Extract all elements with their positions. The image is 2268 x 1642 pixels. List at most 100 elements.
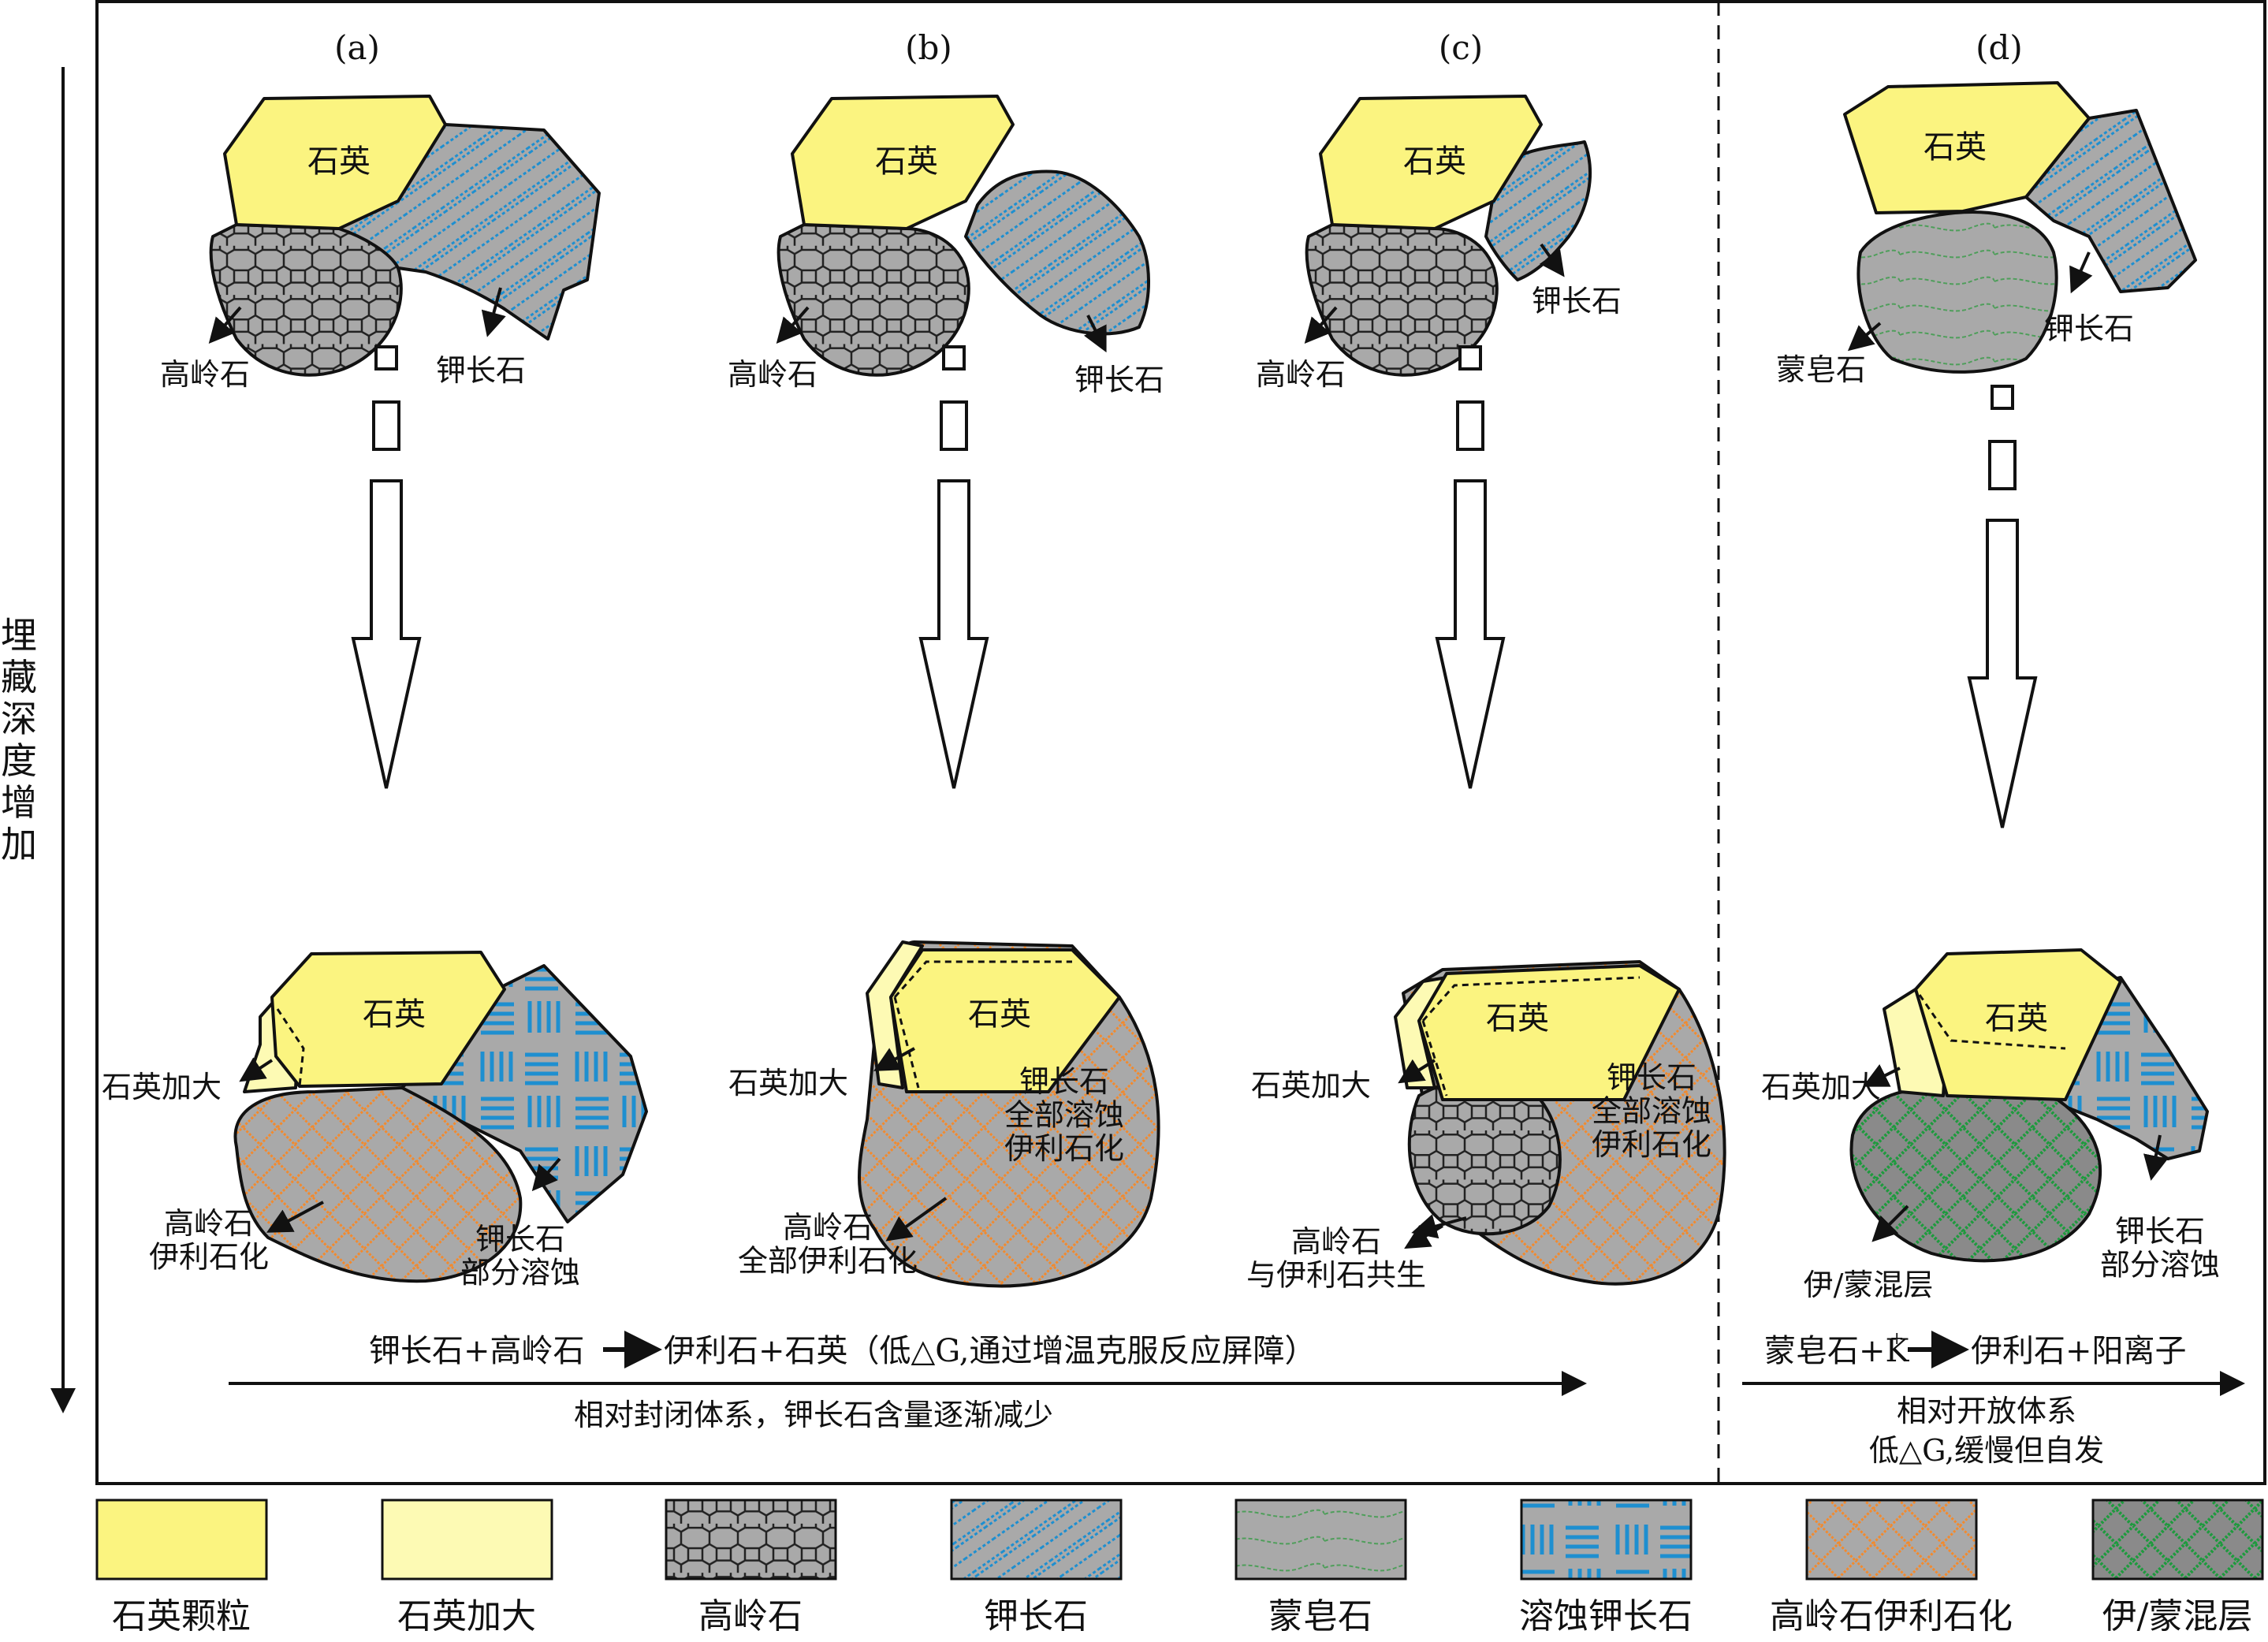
feldspar-pointer	[481, 287, 506, 337]
kaolinite-label: 高岭石全部伊利石化	[738, 1210, 918, 1279]
legend-swatch-kaolinite	[665, 1499, 837, 1581]
kaolinite-pointer	[266, 1201, 324, 1233]
main-frame	[95, 0, 2266, 1485]
smectite-grain	[1856, 210, 2058, 374]
illite-smectite-mixed	[1849, 1086, 2102, 1263]
overgrowth-label: 石英加大	[1251, 1068, 1371, 1103]
quartz-label: 石英	[1985, 1000, 2048, 1037]
quartz-label: 石英	[1403, 143, 1466, 180]
quartz-label: 石英	[363, 996, 426, 1033]
legend-label-overgrowth: 石英加大	[397, 1596, 536, 1636]
feldspar-pointer	[1540, 243, 1565, 277]
open-system-note-1: 相对开放体系	[1897, 1394, 2076, 1428]
depth-label-char: 埋	[1, 614, 37, 657]
panel-label: (b)	[905, 28, 952, 67]
overgrowth-boundary	[893, 960, 1072, 1089]
panel-label: (c)	[1439, 28, 1483, 67]
legend-label-quartz: 石英颗粒	[112, 1596, 251, 1636]
depth-transition-arrow	[1967, 385, 2038, 828]
depth-label-char: 藏	[1, 656, 37, 698]
closed-reaction-left: 钾长石+高岭石	[369, 1333, 585, 1369]
legend: 石英颗粒石英加大高岭石钾长石蒙皂石溶蚀钾长石高岭石伊利石化伊/蒙混层	[95, 1499, 2264, 1636]
quartz-grain	[270, 951, 506, 1088]
legend-label-smectite: 蒙皂石	[1268, 1596, 1372, 1636]
closed-system-note: 相对封闭体系，钾长石含量逐渐减少	[574, 1398, 1053, 1432]
quartz-label: 石英	[1924, 129, 1987, 166]
overgrowth-pointer	[239, 1057, 274, 1082]
feldspar-label: 钾长石部分溶蚀	[2100, 1214, 2220, 1283]
kaolinite-label: 高岭石与伊利石共生	[1246, 1224, 1426, 1293]
panel-c: 石英高岭石钾长石石英石英加大钾长石全部溶蚀伊利石化高岭石与伊利石共生	[1246, 95, 1726, 1293]
smectite-pointer	[1847, 322, 1882, 352]
depth-transition-arrow	[351, 345, 422, 789]
depth-label-char: 增	[1, 781, 37, 824]
feldspar-grain	[964, 169, 1150, 336]
kaolinite-label: 高岭石伊利石化	[149, 1206, 269, 1275]
mixed-label: 伊/蒙混层	[1804, 1268, 1934, 1302]
panel-a: 石英高岭石钾长石石英石英加大高岭石伊利石化钾长石部分溶蚀	[102, 95, 648, 1290]
kaolinite-grain	[1407, 1077, 1562, 1236]
panel-b: 石英高岭石钾长石石英石英加大钾长石全部溶蚀伊利石化高岭石全部伊利石化	[728, 95, 1164, 1288]
legend-label-kaolinite: 高岭石	[698, 1596, 803, 1636]
overgrowth-pointer	[1398, 1059, 1436, 1084]
legend-swatch-quartz	[95, 1499, 268, 1581]
open-reaction-left: 蒙皂石+K	[1764, 1333, 1910, 1369]
quartz-grain	[1843, 81, 2091, 214]
legend-label-mixed: 伊/蒙混层	[2102, 1596, 2253, 1636]
feldspar-pointer	[2143, 1134, 2169, 1181]
kaolinite-label: 高岭石	[1256, 357, 1346, 392]
overgrowth-boundary	[1918, 994, 2066, 1050]
quartz-grain	[889, 948, 1121, 1093]
legend-label-kaol_illite: 高岭石伊利石化	[1770, 1596, 2013, 1636]
legend-swatch-mixed	[2091, 1499, 2264, 1581]
legend-swatch-kaol_illite	[1805, 1499, 1978, 1581]
feldspar-label: 钾长石部分溶蚀	[460, 1222, 580, 1290]
open-system-reaction: 蒙皂石+K + 伊利石+阳离子 相对开放体系 低△G,缓慢但自发	[1742, 1329, 2245, 1468]
kaolinite-label: 高岭石	[728, 357, 817, 392]
feldspar-label: 钾长石	[1532, 284, 1622, 318]
depth-transition-arrow	[1435, 345, 1506, 789]
depth-label-char: 度	[1, 739, 37, 782]
open-reaction-right: 伊利石+阳离子	[1971, 1333, 2187, 1369]
closed-reaction-right: 伊利石+石英（低△G,通过增温克服反应屏障）	[664, 1333, 1316, 1369]
feldspar-grain	[1484, 140, 1592, 281]
quartz-label: 石英	[968, 996, 1031, 1033]
legend-label-feldspar: 钾长石	[984, 1596, 1088, 1636]
overgrowth-boundary	[1421, 976, 1640, 1097]
legend-swatch-dissolved	[1520, 1499, 1693, 1581]
legend-swatch-feldspar	[950, 1499, 1123, 1581]
quartz-label: 石英	[1486, 1000, 1549, 1037]
feldspar-pointer	[1083, 315, 1107, 353]
illite-pointer	[1404, 1224, 1444, 1249]
smectite-label: 蒙皂石	[1776, 352, 1866, 387]
quartz-grain	[1914, 948, 2122, 1101]
illitized-kaolinite	[233, 1086, 523, 1283]
overgrowth-label: 石英加大	[728, 1066, 848, 1100]
quartz-grain	[1319, 95, 1543, 230]
quartz-grain	[791, 95, 1015, 230]
overgrowth-pointer	[1862, 1063, 1901, 1087]
quartz-grain	[1417, 964, 1681, 1101]
depth-transition-arrow	[918, 345, 989, 789]
overgrowth-label: 石英加大	[1761, 1070, 1881, 1104]
feldspar-label: 钾长石	[436, 353, 526, 388]
feldspar-label: 钾长石全部溶蚀伊利石化	[1592, 1060, 1711, 1162]
quartz-label: 石英	[875, 143, 938, 180]
feldspar-grain	[2024, 109, 2197, 293]
feldspar-pointer	[531, 1157, 561, 1192]
kaolinite-pointer	[776, 306, 810, 344]
legend-swatch-overgrowth	[381, 1499, 553, 1581]
kaolinite-pointer	[208, 306, 242, 344]
feldspar-pointer	[2069, 251, 2093, 294]
panel-label: (a)	[334, 28, 380, 67]
feldspar-label: 钾长石	[1074, 363, 1164, 397]
mixed-pointer	[1871, 1205, 1909, 1242]
kaolinite-pointer	[885, 1197, 948, 1242]
kaolinite-grain	[209, 223, 403, 377]
overgrowth-label: 石英加大	[102, 1070, 222, 1104]
legend-swatch-smectite	[1235, 1499, 1407, 1581]
feldspar-label: 钾长石	[2044, 311, 2134, 346]
overgrowth-boundary	[276, 1008, 305, 1087]
